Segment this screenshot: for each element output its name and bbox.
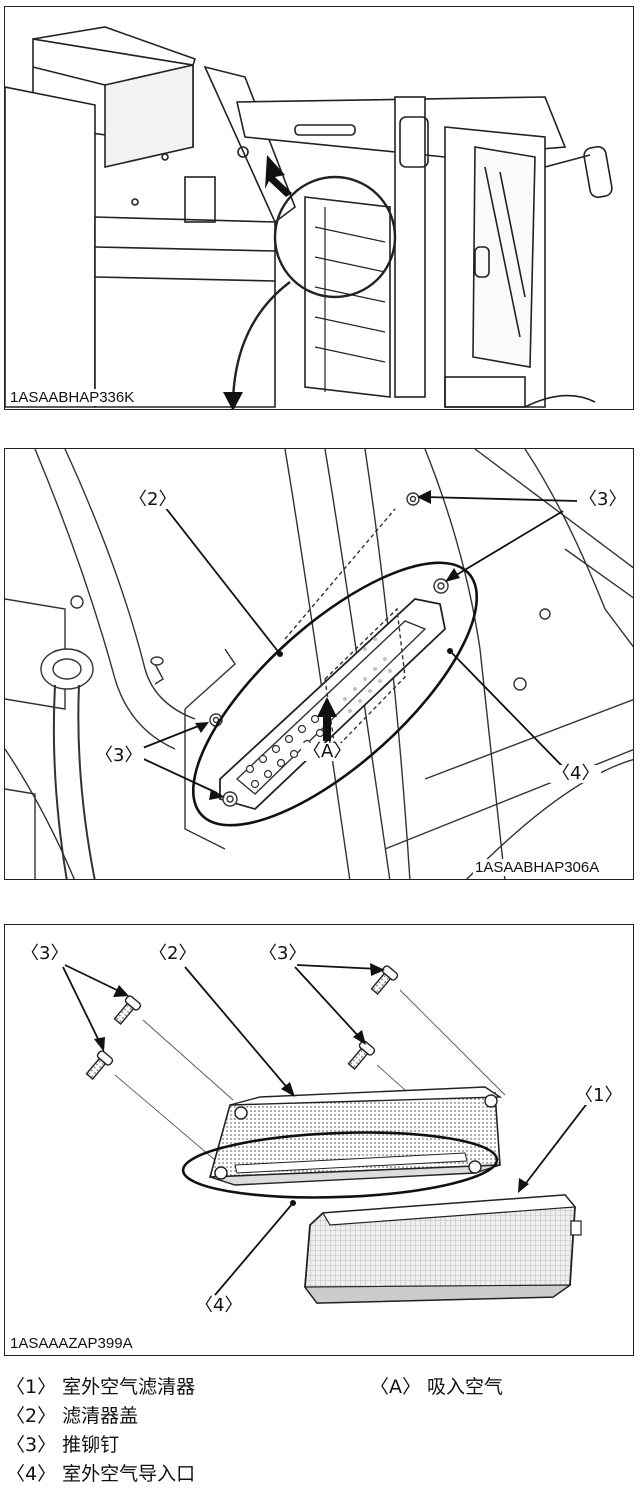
legend-row-1: 〈1〉室外空气滤清器 〈A〉吸入空气	[6, 1372, 636, 1401]
legend-label-2: 〈2〉	[6, 1405, 57, 1427]
legend-item-A: 〈A〉吸入空气	[370, 1372, 503, 1399]
legend-label-4: 〈4〉	[6, 1463, 57, 1485]
figure-3-exploded: 〈3〉 〈2〉 〈3〉 〈1〉 〈4〉 1ASAAAZAP399A	[4, 924, 634, 1356]
figure-1-overview: 1ASAABHAP336K	[4, 6, 634, 410]
legend-label-A: 〈A〉	[370, 1376, 421, 1398]
callout-3-top: 〈3〉	[577, 489, 629, 510]
callout-4: 〈4〉	[193, 1295, 245, 1316]
figure-1-illustration	[5, 26, 613, 409]
callout-1: 〈1〉	[573, 1085, 625, 1106]
callout-3-left: 〈3〉	[93, 745, 145, 766]
callout-4: 〈4〉	[550, 763, 602, 784]
figure-code: 1ASAAAZAP399A	[8, 1335, 135, 1352]
callout-2: 〈2〉	[127, 489, 179, 510]
legend-text-A: 吸入空气	[427, 1376, 504, 1398]
legend-text-2: 滤清器盖	[62, 1405, 139, 1427]
callout-3-left: 〈3〉	[19, 943, 71, 964]
figure-3-illustration	[62, 963, 596, 1304]
legend-text-4: 室外空气导入口	[62, 1463, 196, 1485]
figure-code: 1ASAABHAP306A	[473, 859, 602, 876]
callout-2: 〈2〉	[147, 943, 199, 964]
figure-2-detail: 〈2〉 〈3〉 〈3〉 〈A〉 〈4〉 1ASAABHAP306A	[4, 448, 634, 880]
callout-A: 〈A〉	[301, 741, 354, 762]
legend-text-3: 推铆钉	[62, 1434, 120, 1456]
legend-row-3: 〈3〉推铆钉	[6, 1430, 636, 1459]
legend-row-4: 〈4〉室外空气导入口	[6, 1459, 636, 1488]
figure-code: 1ASAABHAP336K	[8, 389, 137, 406]
legend-label-3: 〈3〉	[6, 1434, 57, 1456]
legend-text-1: 室外空气滤清器	[62, 1376, 196, 1398]
parts-legend: 〈1〉室外空气滤清器 〈A〉吸入空气 〈2〉滤清器盖 〈3〉推铆钉 〈4〉室外空…	[6, 1372, 636, 1488]
legend-label-1: 〈1〉	[6, 1376, 57, 1398]
callout-3-mid: 〈3〉	[257, 943, 309, 964]
legend-row-2: 〈2〉滤清器盖	[6, 1401, 636, 1430]
figure-2-illustration	[5, 449, 633, 879]
